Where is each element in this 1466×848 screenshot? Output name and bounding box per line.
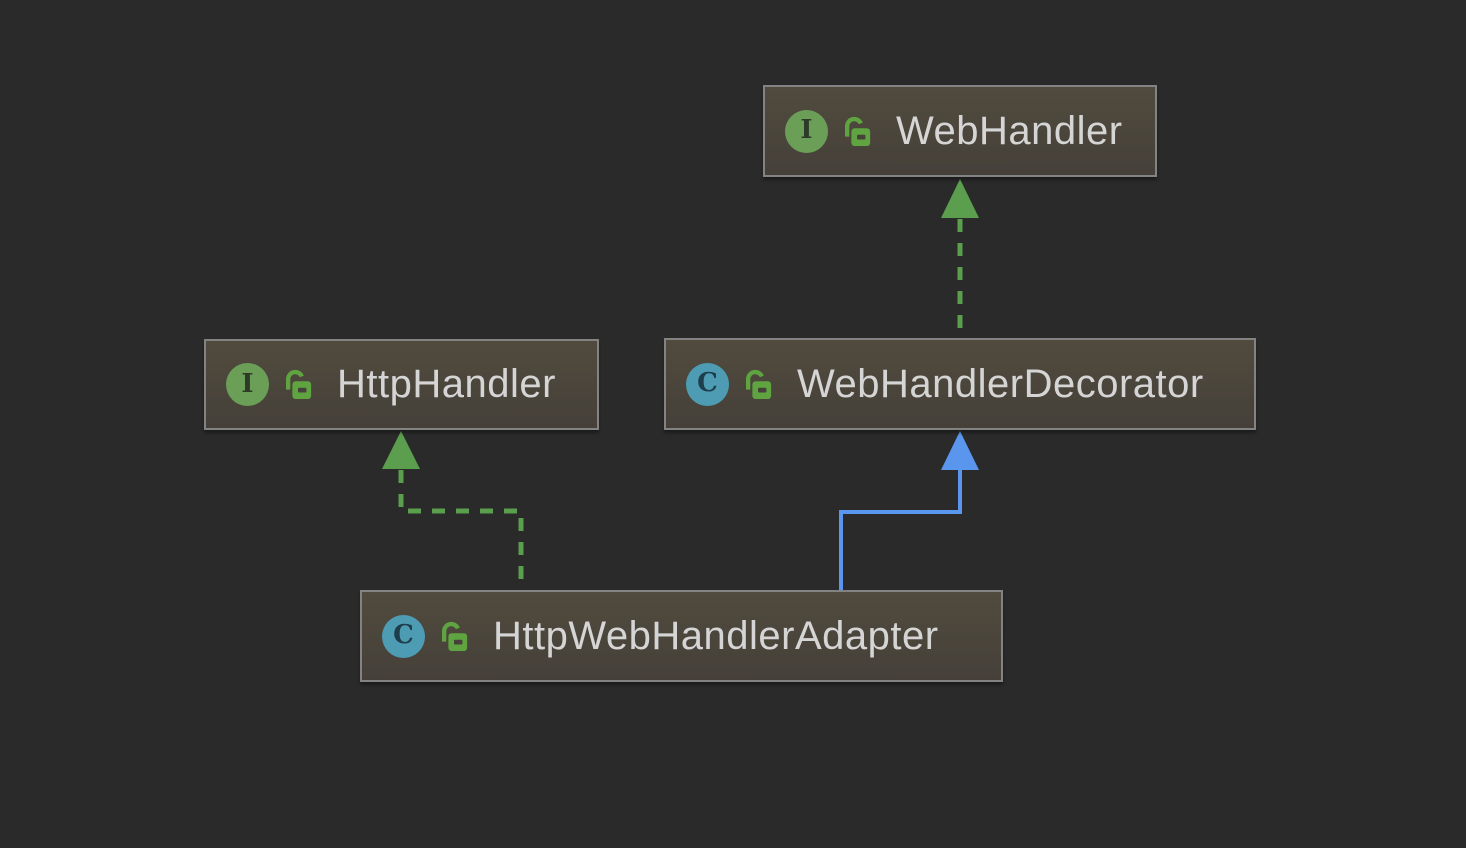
extends-edge-line: [839, 470, 962, 590]
lock-shackle: [286, 369, 304, 390]
implements-arrowhead-icon: [382, 431, 420, 469]
lock-shackle: [746, 369, 764, 390]
lock-shackle: [845, 116, 863, 137]
lock-slot: [454, 639, 463, 644]
open-lock-icon: [442, 621, 468, 651]
class-icon: C: [686, 362, 729, 406]
edge-httpwebhandleradapter-implements-httphandler[interactable]: [382, 431, 524, 590]
node-webhandlerdecorator[interactable]: C WebHandlerDecorator: [664, 338, 1256, 430]
node-httpwebhandleradapter[interactable]: C HttpWebHandlerAdapter: [360, 590, 1003, 682]
open-lock-icon: [845, 116, 871, 146]
node-label: HttpWebHandlerAdapter: [493, 613, 939, 658]
node-label: HttpHandler: [337, 362, 556, 406]
node-label: WebHandlerDecorator: [797, 361, 1204, 406]
interface-icon: I: [785, 109, 828, 153]
lock-shackle: [442, 621, 460, 642]
edge-httpwebhandleradapter-extends-webhandlerdecorator[interactable]: [839, 431, 979, 590]
lock-slot: [298, 387, 307, 393]
open-lock-icon: [746, 369, 772, 399]
class-icon: C: [382, 614, 425, 658]
implements-arrowhead-icon: [941, 179, 979, 218]
lock-slot: [758, 387, 767, 392]
implements-edge-line: [398, 470, 524, 590]
node-httphandler[interactable]: I HttpHandler: [204, 339, 599, 430]
lock-slot: [857, 134, 866, 139]
node-label: WebHandler: [896, 108, 1123, 153]
interface-icon: I: [226, 363, 269, 406]
edge-webhandlerdecorator-implements-webhandler[interactable]: [941, 179, 979, 338]
node-webhandler[interactable]: I WebHandler: [763, 85, 1157, 177]
open-lock-icon: [286, 369, 312, 400]
extends-arrowhead-icon: [941, 431, 979, 470]
